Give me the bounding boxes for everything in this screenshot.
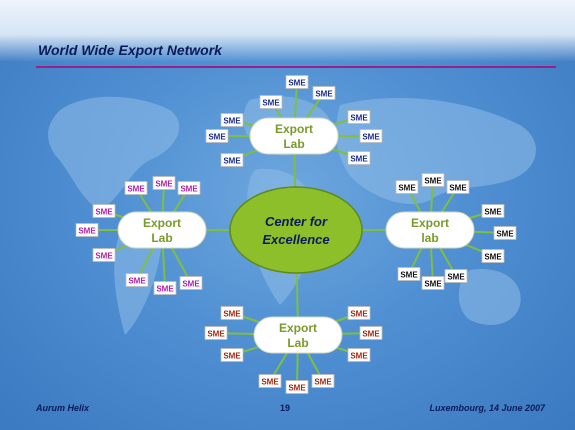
- sme-label-top-5: SME: [223, 157, 241, 166]
- sme-box-right-4: [493, 226, 517, 240]
- export-lab-right-line1: Export: [411, 216, 449, 230]
- sme-box-left-5: [92, 248, 116, 262]
- sme-label-bottom-2: SME: [223, 352, 241, 361]
- export-lab-left: [117, 211, 207, 249]
- sme-label-left-1: SME: [155, 180, 173, 189]
- sme-label-bottom-5: SME: [350, 352, 368, 361]
- sme-label-left-2: SME: [180, 185, 198, 194]
- sme-box-bottom-3: [347, 306, 371, 320]
- sme-label-top-1: SME: [288, 79, 306, 88]
- network-diagram: Center forExcellenceExportLabExportLabEx…: [75, 75, 517, 394]
- sme-box-left-8: [179, 276, 203, 290]
- sme-label-right-6: SME: [400, 271, 418, 280]
- center-excellence-node: [229, 186, 363, 274]
- sme-box-top-6: [347, 110, 371, 124]
- sme-label-left-7: SME: [156, 285, 174, 294]
- sme-label-left-4: SME: [78, 227, 96, 236]
- sme-box-top-1: [285, 75, 309, 89]
- sme-box-right-5: [481, 249, 505, 263]
- title-rule: [36, 66, 556, 68]
- sme-box-top-0: [259, 95, 283, 109]
- sme-box-right-1: [421, 173, 445, 187]
- sme-box-bottom-7: [285, 380, 309, 394]
- export-lab-left-line2: Lab: [151, 231, 172, 245]
- sme-label-top-0: SME: [262, 99, 280, 108]
- sme-label-left-5: SME: [95, 252, 113, 261]
- export-lab-bottom-line1: Export: [279, 321, 317, 335]
- sme-label-top-3: SME: [223, 117, 241, 126]
- center-label-line2: Excellence: [262, 232, 329, 247]
- sme-label-bottom-3: SME: [350, 310, 368, 319]
- sme-label-right-3: SME: [484, 208, 502, 217]
- title-bar: [0, 0, 575, 62]
- sme-box-left-0: [124, 181, 148, 195]
- export-lab-left-line1: Export: [143, 216, 181, 230]
- export-lab-top-line2: Lab: [283, 137, 304, 151]
- export-lab-right-line2: lab: [421, 231, 438, 245]
- sme-box-bottom-8: [311, 374, 335, 388]
- footer-location-date: Luxembourg, 14 June 2007: [429, 403, 545, 413]
- sme-label-right-4: SME: [496, 230, 514, 239]
- sme-label-bottom-1: SME: [207, 330, 225, 339]
- sme-label-right-0: SME: [398, 184, 416, 193]
- sme-box-right-0: [395, 180, 419, 194]
- sme-box-bottom-4: [359, 326, 383, 340]
- sme-box-bottom-5: [347, 348, 371, 362]
- sme-label-right-1: SME: [424, 177, 442, 186]
- sme-box-left-3: [92, 204, 116, 218]
- sme-label-top-8: SME: [350, 155, 368, 164]
- sme-box-bottom-2: [220, 348, 244, 362]
- footer-author: Aurum Helix: [36, 403, 90, 413]
- sme-box-top-4: [205, 129, 229, 143]
- center-label-line1: Center for: [265, 214, 328, 229]
- export-lab-bottom: [253, 316, 343, 354]
- sme-label-top-2: SME: [315, 90, 333, 99]
- sme-label-left-0: SME: [127, 185, 145, 194]
- sme-box-left-6: [125, 273, 149, 287]
- sme-label-top-6: SME: [350, 114, 368, 123]
- slide-title: World Wide Export Network: [38, 42, 222, 58]
- sme-box-right-6: [397, 267, 421, 281]
- sme-label-bottom-0: SME: [223, 310, 241, 319]
- sme-box-right-7: [421, 276, 445, 290]
- sme-label-bottom-6: SME: [261, 378, 279, 387]
- sme-label-right-5: SME: [484, 253, 502, 262]
- sme-label-right-8: SME: [447, 273, 465, 282]
- sme-label-left-6: SME: [128, 277, 146, 286]
- sme-box-top-5: [220, 153, 244, 167]
- sme-box-bottom-1: [204, 326, 228, 340]
- sme-box-top-2: [312, 86, 336, 100]
- sme-box-top-3: [220, 113, 244, 127]
- sme-label-bottom-7: SME: [288, 384, 306, 393]
- sme-label-top-7: SME: [362, 133, 380, 142]
- sme-box-bottom-6: [258, 374, 282, 388]
- export-lab-bottom-line2: Lab: [287, 336, 308, 350]
- sme-label-bottom-4: SME: [362, 330, 380, 339]
- export-lab-top-line1: Export: [275, 122, 313, 136]
- sme-label-top-4: SME: [208, 133, 226, 142]
- page-number: 19: [280, 403, 291, 413]
- sme-label-right-7: SME: [424, 280, 442, 289]
- sme-box-top-8: [347, 151, 371, 165]
- sme-label-right-2: SME: [449, 184, 467, 193]
- sme-label-left-3: SME: [95, 208, 113, 217]
- sme-label-bottom-8: SME: [314, 378, 332, 387]
- sme-label-left-8: SME: [182, 280, 200, 289]
- sme-box-left-1: [152, 176, 176, 190]
- export-lab-right: [385, 211, 475, 249]
- sme-box-right-8: [444, 269, 468, 283]
- export-lab-top: [249, 117, 339, 155]
- sme-box-left-4: [75, 223, 99, 237]
- sme-box-bottom-0: [220, 306, 244, 320]
- sme-box-left-2: [177, 181, 201, 195]
- sme-box-top-7: [359, 129, 383, 143]
- sme-box-left-7: [153, 281, 177, 295]
- sme-box-right-3: [481, 204, 505, 218]
- sme-box-right-2: [446, 180, 470, 194]
